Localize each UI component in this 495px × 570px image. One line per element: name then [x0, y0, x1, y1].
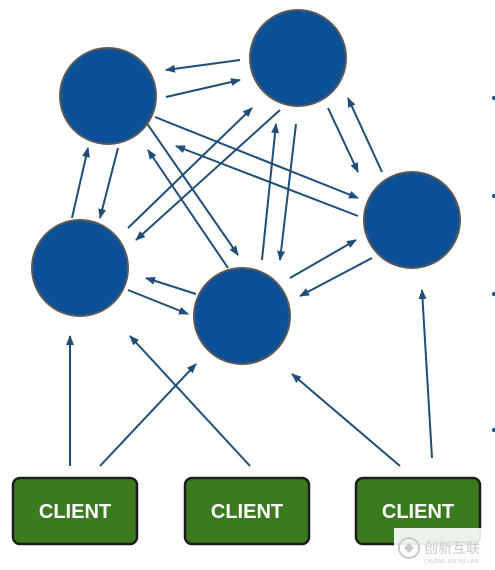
bullet-dot — [492, 292, 495, 296]
arrow-node5-to-node3 — [289, 239, 357, 279]
arrow-client1-to-node5 — [99, 363, 197, 467]
arrow-node2-to-node4 — [135, 109, 281, 241]
arrow-node4-to-node5 — [127, 289, 189, 315]
server-node-1 — [59, 47, 157, 145]
client-label: CLIENT — [382, 501, 454, 523]
watermark: 创新互联 CHUANG XIN HU LIAN — [394, 528, 495, 570]
arrow-node1-to-node2 — [165, 78, 241, 98]
bullet-dot — [492, 96, 495, 100]
arrow-node5-to-node2 — [261, 123, 280, 261]
arrow-client3-to-node5 — [291, 373, 401, 467]
bullet-dot — [492, 428, 495, 432]
server-node-4 — [31, 219, 129, 317]
arrow-node3-to-node1 — [175, 145, 359, 217]
watermark-subtext: CHUANG XIN HU LIAN — [424, 559, 478, 565]
right-edge-bullets — [492, 96, 495, 432]
client-box-2[interactable]: CLIENT — [183, 476, 311, 546]
arrow-node2-to-node1 — [165, 59, 241, 73]
arrow-client3-to-node3 — [418, 289, 433, 459]
arrow-client2-to-node4 — [129, 335, 251, 467]
arrow-node1-to-node3 — [154, 116, 359, 199]
arrow-node4-to-node1 — [71, 147, 90, 219]
chuangxin-hulian-logo-icon — [398, 537, 420, 559]
client-label: CLIENT — [211, 501, 283, 523]
arrow-node2-to-node5 — [277, 123, 297, 261]
server-node-5 — [193, 267, 291, 365]
arrow-node3-to-node2 — [347, 97, 383, 173]
client-box-1[interactable]: CLIENT — [11, 476, 139, 546]
arrow-node3-to-node5 — [299, 257, 373, 297]
server-node-2 — [249, 9, 347, 107]
arrow-node4-to-node2 — [127, 107, 253, 229]
arrow-node5-to-node1 — [147, 149, 229, 269]
arrow-node1-to-node4 — [98, 147, 119, 219]
bullet-dot — [492, 194, 495, 198]
arrow-node5-to-node4 — [145, 276, 197, 295]
client-label: CLIENT — [39, 501, 111, 523]
server-nodes — [31, 9, 461, 365]
client-connections — [66, 289, 433, 467]
client-box-3[interactable]: CLIENT — [354, 476, 482, 546]
node-connections — [71, 59, 383, 315]
arrow-node2-to-node3 — [327, 107, 359, 173]
watermark-text: 创新互联 — [424, 541, 480, 557]
server-node-3 — [363, 171, 461, 269]
